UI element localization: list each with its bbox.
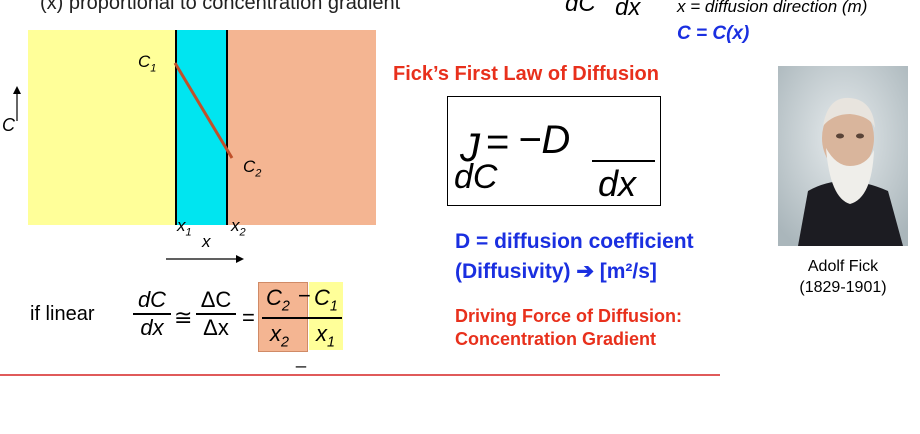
x1-label: x1 <box>177 216 192 239</box>
x-definition: x = diffusion direction (m) <box>677 0 868 16</box>
fick-equals: = <box>486 120 510 164</box>
linear-fraction-bar <box>262 317 342 319</box>
portrait-image <box>778 66 908 246</box>
equals-sign: = <box>242 305 255 330</box>
region-middle <box>175 30 228 225</box>
fick-minus-D: −D <box>518 118 571 162</box>
d-definition: D = diffusion coefficient <box>455 230 694 253</box>
driving-force-line1: Driving Force of Diffusion: <box>455 306 682 326</box>
c-definition: C = C(x) <box>677 23 750 44</box>
diffusivity-units: (Diffusivity) ➔ [m²/s] <box>455 260 657 283</box>
linear-dC-dx: dC dx <box>133 287 171 341</box>
header-dC: dC <box>565 0 596 17</box>
c-axis-arrow <box>13 86 21 121</box>
c1-label: C1 <box>138 52 157 75</box>
c1-highlight-box <box>309 282 343 350</box>
linear-minus: − <box>298 283 311 308</box>
fick-J: J <box>460 126 480 170</box>
x-axis-label: x <box>202 232 211 251</box>
linear-x1: x1 <box>316 321 335 351</box>
header-dx: dx <box>615 0 641 21</box>
fick-title: Fick’s First Law of Diffusion <box>393 63 659 85</box>
c2-label: C2 <box>243 157 262 180</box>
portrait-name: Adolf Fick <box>807 258 879 275</box>
x-axis-arrow <box>166 255 244 263</box>
x2-label: x2 <box>231 216 246 239</box>
fick-equation-box <box>447 96 661 206</box>
concentration-diagram <box>28 30 376 225</box>
if-linear-text: if linear <box>30 303 95 325</box>
portrait-years: (1829-1901) <box>799 279 887 296</box>
approx-sign: ≅ <box>174 305 193 330</box>
linear-C1: C1 <box>314 285 338 315</box>
fick-dx: dx <box>598 163 637 204</box>
concentration-line <box>173 62 234 159</box>
region-left <box>28 30 175 225</box>
bottom-divider <box>0 374 720 376</box>
linear-delta-fraction: ΔC Δx <box>196 287 236 341</box>
header-partial-text: (x) proportional to concentration gradie… <box>40 0 401 14</box>
c-axis-label: C <box>2 115 15 135</box>
linear-x2: x2 <box>270 321 289 351</box>
fick-fraction-bar <box>592 160 655 162</box>
driving-force-line2: Concentration Gradient <box>455 329 657 349</box>
linear-C2: C2 <box>266 285 290 315</box>
fick-dC: dC <box>454 158 498 196</box>
region-right <box>228 30 376 225</box>
linear-underscore: _ <box>296 348 307 368</box>
